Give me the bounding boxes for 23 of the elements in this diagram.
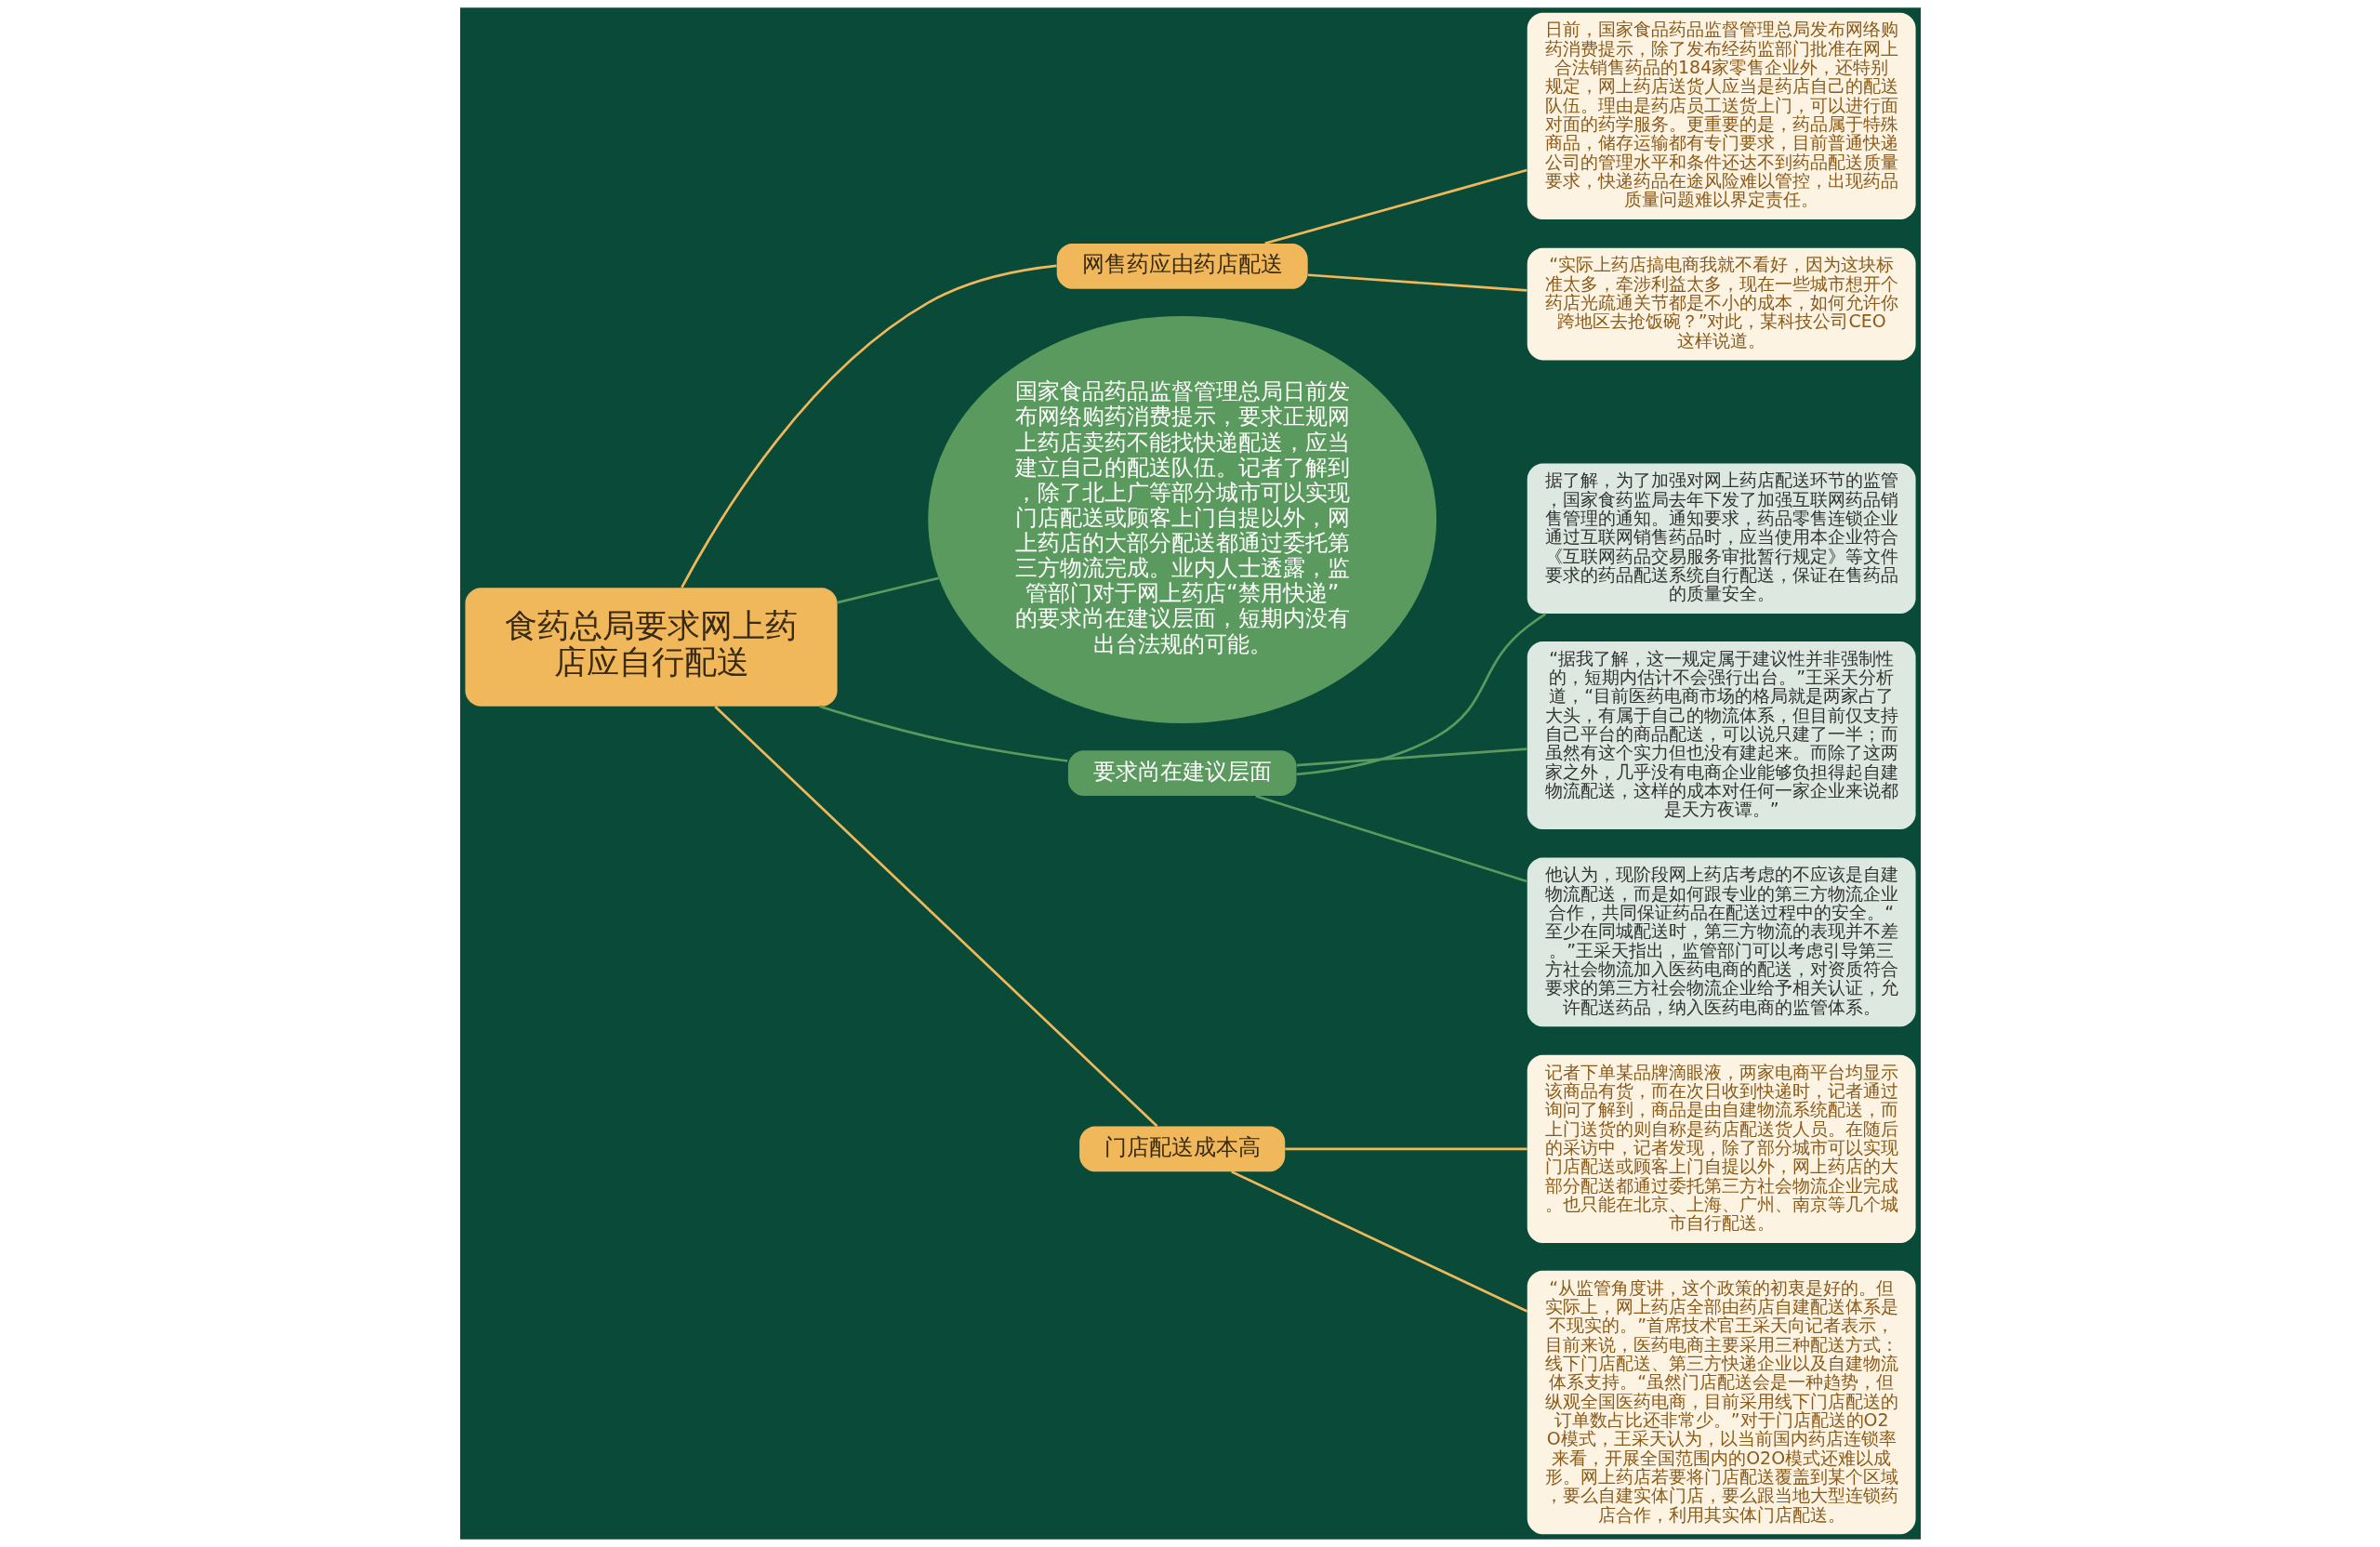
connector bbox=[1295, 613, 1546, 776]
node-box: “实际上药店搞电商我就不看好，因为这块标准太多，牵涉利益太多，现在一些城市想开个药店光疏通关节都是不小的成本，如何允许你跨地区去抢饭碗？”对此，某科技公司CEO这样说道。 bbox=[1527, 247, 1916, 361]
node-box: 要求尚在建议层面 bbox=[1067, 750, 1296, 797]
connector bbox=[1230, 1170, 1527, 1313]
node-box: 食药总局要求网上药店应自行配送 bbox=[464, 588, 838, 707]
node-box: 网售药应由药店配送 bbox=[1056, 243, 1308, 289]
node-box: 门店配送成本高 bbox=[1078, 1126, 1285, 1172]
node-box: “据我了解，这一规定属于建议性并非强制性的，短期内估计不会强行出台。”王采天分析道，“目前医药电商市场的格局就是两家占了大头，有属于自己的物流体系，但目前仅支持自己平台的商品配送，可以说只建了一半；而虽然有这个实力但也没有建起来。而除了这两家之外，几乎没有电商企业能够负担得起自建物流配送，这样的成本对任何一家企业来说都是天方夜谭。” bbox=[1527, 641, 1916, 830]
connector bbox=[836, 576, 939, 604]
node-box: 他认为，现阶段网上药店考虑的不应该是自建物流配送，而是如何跟专业的第三方物流企业合作，共同保证药品在配送过程中的安全。“至少在同城配送时，第三方物流的表现并不差。”王采天指出，监管部门可以考虑引导第三方社会物流加入医药电商的配送，对资质符合要求的第三方社会物流企业给予相关认证，允许配送药品，纳入医药电商的监管体系。 bbox=[1527, 857, 1916, 1027]
node-box: 记者下单某品牌滴眼液，两家电商平台均显示该商品有货，而在次日收到快递时，记者通过询问了解到，商品是由自建物流系统配送，而上门送货的则自称是药店配送货人员。在随后的采访中，记者发现，除了部分城市可以实现门店配送或顾客上门自提以外，网上药店的大部分配送都通过委托第三方社会物流企业完成。也只能在北京、上海、广州、南京等几个城市自行配送。 bbox=[1527, 1054, 1916, 1243]
connector bbox=[1284, 1147, 1527, 1151]
connector bbox=[1296, 747, 1527, 767]
connector bbox=[713, 706, 1157, 1128]
connector bbox=[818, 705, 1067, 762]
node-ellipse: 国家食品药品监督管理总局日前发布网络购药消费提示，要求正规网上药店卖药不能找快递配送，应当建立自己的配送队伍。记者了解到，除了北上广等部分城市可以实现门店配送或顾客上门自提以外，网上药店的大部分配送都通过委托第三方物流完成。业内人士透露，监管部门对于网上药店“禁用快递”的要求尚在建议层面，短期内没有出台法规的可能。 bbox=[927, 316, 1436, 723]
connector bbox=[1255, 794, 1527, 883]
connector bbox=[1307, 273, 1527, 292]
connector bbox=[1263, 168, 1527, 245]
connector bbox=[680, 264, 1057, 588]
node-box: 据了解，为了加强对网上药店配送环节的监管，国家食药监局去年下发了加强互联网药品销售管理的通知。通知要求，药品零售连锁企业通过互联网销售药品时，应当使用本企业符合《互联网药品交易服务审批暂行规定》等文件要求的药品配送系统自行配送，保证在售药品的质量安全。 bbox=[1527, 463, 1916, 615]
node-box: 日前，国家食品药品监督管理总局发布网络购药消费提示，除了发布经药监部门批准在网上合法销售药品的184家零售企业外，还特别规定，网上药店送货人应当是药店自己的配送队伍。理由是药店员工送货上门，可以进行面对面的药学服务。更重要的是，药品属于特殊商品，储存运输都有专门要求，目前普通快递公司的管理水平和条件还达不到药品配送质量要求，快递药品在途风险难以管控，出现药品质量问题难以界定责任。 bbox=[1527, 12, 1916, 220]
node-box: “从监管角度讲，这个政策的初衷是好的。但实际上，网上药店全部由药店自建配送体系是不现实的。”首席技术官王采天向记者表示，目前来说，医药电商主要采用三种配送方式：线下门店配送、第三方快递企业以及自建物流体系支持。“虽然门店配送会是一种趋势，但纵观全国医药电商，目前采用线下门店配送的订单数占比还非常少。”对于门店配送的O2O模式，王采天认为，以当前国内药店连锁率来看，开展全国范围内的O2O模式还难以成形。网上药店若要将门店配送覆盖到某个区域，要么自建实体门店，要么跟当地大型连锁药店合作，利用其实体门店配送。 bbox=[1527, 1270, 1916, 1535]
